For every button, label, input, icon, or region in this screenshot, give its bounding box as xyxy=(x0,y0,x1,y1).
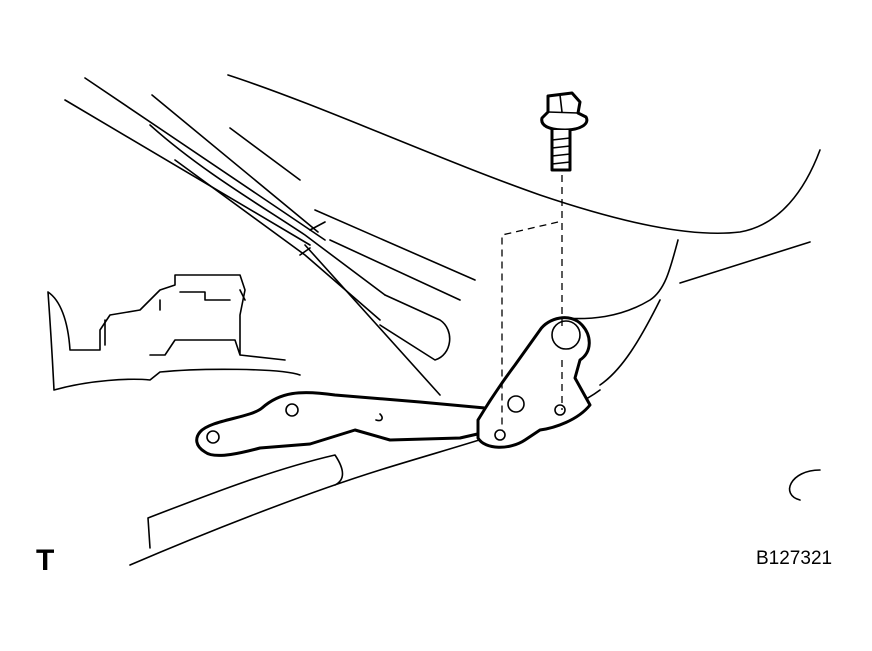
hood-lower-edge xyxy=(559,239,679,320)
bolt-thread xyxy=(551,137,571,165)
hood-panel-edge xyxy=(227,74,821,235)
edge-hook xyxy=(788,469,821,501)
hinge-arm xyxy=(195,391,497,457)
bolt-head xyxy=(540,91,589,132)
strut-lower-lines xyxy=(304,209,476,396)
mark-letter: T xyxy=(36,544,55,577)
strut-body xyxy=(149,124,386,321)
hinge-arm-hole xyxy=(206,430,220,444)
strut-cylinder xyxy=(379,294,451,361)
strut-rod xyxy=(64,77,326,246)
figure-code: B127321 xyxy=(756,548,833,569)
bracket-bolt-hole-1 xyxy=(494,429,506,441)
engine-parts-outline xyxy=(47,274,301,391)
hinge-arm-pin xyxy=(285,403,299,417)
bracket-pivot xyxy=(507,395,525,413)
hinge-arm-slot xyxy=(375,413,383,422)
bracket-bolt-hole-2 xyxy=(554,404,566,416)
fender-line xyxy=(679,241,811,284)
hinge-bracket xyxy=(476,316,592,449)
bracket-bolt-head xyxy=(551,320,581,350)
bolt-head-faces xyxy=(547,94,579,114)
engine-block-lines xyxy=(104,289,246,346)
body-curve xyxy=(599,299,661,386)
